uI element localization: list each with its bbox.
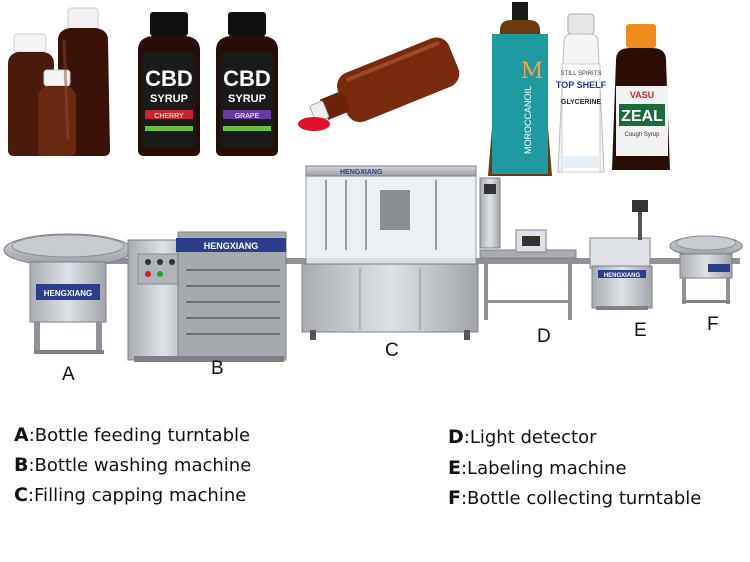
glycerine-name: GLYCERINE	[561, 99, 602, 106]
tilted-amber-bottle-image	[298, 37, 460, 131]
amber-bottles-image	[8, 7, 110, 156]
caption-d: D:Light detector	[448, 426, 597, 448]
bottle-feeding-turntable: HENGXIANG	[3, 233, 133, 354]
caption-e-text: :Labeling machine	[460, 458, 627, 479]
brand-plate-a: HENGXIANG	[44, 289, 92, 298]
zeal-bottle-image: VASU ZEAL Cough Syrup	[612, 24, 670, 170]
caption-c-text: :Filling capping machine	[27, 485, 247, 506]
labeling-machine: HENGXIANG	[589, 200, 653, 310]
label-e: E	[634, 320, 647, 341]
label-a: A	[62, 364, 75, 385]
label-b: B	[211, 358, 224, 379]
filling-capping-machine: HENGXIANG	[301, 165, 501, 340]
caption-d-text: :Light detector	[463, 427, 597, 448]
glycerine-brand: TOP SHELF	[556, 80, 607, 90]
production-line-diagram: HENGXIANG HENGXIANG HENGXIANG	[3, 165, 743, 362]
label-c: C	[385, 340, 399, 361]
caption-c-key: C	[14, 484, 28, 506]
caption-c: C:Filling capping machine	[14, 484, 246, 506]
cbd1-brand: CBD	[145, 66, 193, 91]
zeal-name: Cough Syrup	[624, 132, 660, 138]
zeal-brand: ZEAL	[621, 108, 663, 125]
caption-b-text: :Bottle washing machine	[28, 455, 252, 476]
caption-f-key: F	[448, 487, 461, 509]
label-f: F	[707, 314, 719, 335]
glycerine-bottle-image: STILL SPIRITS TOP SHELF GLYCERINE	[556, 13, 607, 173]
caption-d-key: D	[448, 426, 464, 448]
moroccanoil-bottle-image: MOROCCANOIL M	[488, 2, 552, 176]
brand-plate-c: HENGXIANG	[340, 169, 383, 176]
cbd2-brand: CBD	[223, 66, 271, 91]
caption-e: E:Labeling machine	[448, 457, 627, 479]
caption-f-text: :Bottle collecting turntable	[460, 488, 702, 509]
caption-e-key: E	[448, 457, 461, 479]
cbd1-sub: SYRUP	[150, 93, 188, 105]
svg-text:M: M	[521, 59, 544, 84]
caption-f: F:Bottle collecting turntable	[448, 487, 701, 509]
cbd1-flavor: CHERRY	[154, 113, 184, 120]
label-d: D	[537, 326, 551, 347]
caption-a-text: :Bottle feeding turntable	[28, 425, 251, 446]
moroccan-brand: MOROCCANOIL	[523, 86, 533, 154]
cbd-cherry-bottle-image: CBD SYRUP CHERRY	[138, 12, 200, 156]
light-detector	[479, 229, 577, 320]
brand-plate-b: HENGXIANG	[204, 241, 259, 251]
glycerine-line: STILL SPIRITS	[561, 71, 602, 77]
caption-b-key: B	[14, 454, 29, 476]
cbd2-flavor: GRAPE	[235, 113, 260, 120]
cbd2-sub: SYRUP	[228, 93, 266, 105]
bottle-collecting-turntable	[669, 235, 743, 304]
brand-plate-e: HENGXIANG	[604, 273, 641, 279]
caption-a-key: A	[14, 424, 29, 446]
caption-a: A:Bottle feeding turntable	[14, 424, 250, 446]
zeal-maker: VASU	[630, 90, 654, 100]
cbd-grape-bottle-image: CBD SYRUP GRAPE	[216, 12, 278, 156]
product-photos: CBD SYRUP CHERRY CBD SYRUP GRAPE MOROCCA…	[8, 2, 670, 176]
caption-b: B:Bottle washing machine	[14, 454, 251, 476]
bottle-washing-machine: HENGXIANG	[127, 231, 287, 362]
